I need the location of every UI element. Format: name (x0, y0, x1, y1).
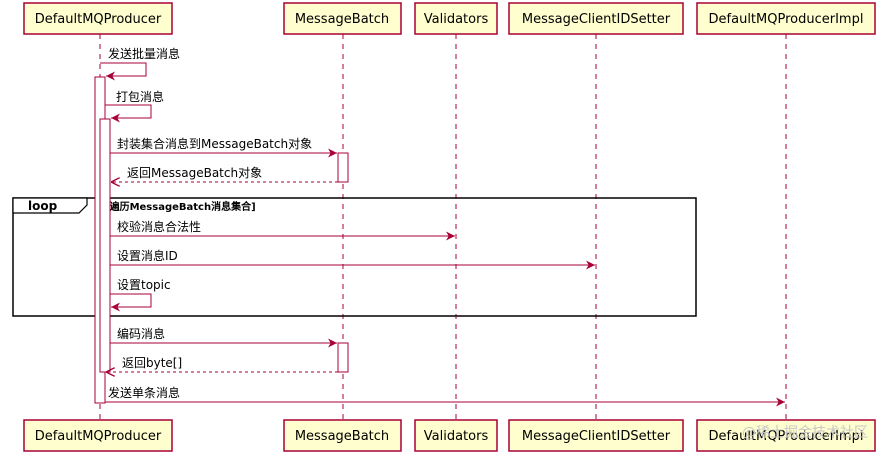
loop-fragment: loop [遍历MessageBatch消息集合] (12, 197, 697, 317)
participants-bottom: DefaultMQProducer MessageBatch Validator… (23, 419, 876, 452)
message-label-m9: 返回byte[] (122, 356, 182, 370)
activations (94, 76, 349, 404)
participant-box-bottom-validators (414, 419, 498, 452)
message-label-m8: 编码消息 (117, 326, 165, 341)
participant-box-bottom-batch (283, 419, 402, 452)
participant-box-top-batch (283, 2, 402, 35)
message-label-m10: 发送单条消息 (108, 385, 180, 400)
lifelines (99, 34, 787, 420)
message-arrow-m7 (110, 293, 152, 312)
watermark: @稀土掘金技术社区 (742, 425, 868, 441)
message-label-m3: 封装集合消息到MessageBatch对象 (117, 136, 312, 151)
participant-label-top-producer: DefaultMQProducer (35, 12, 162, 27)
message-label-m2: 打包消息 (116, 89, 164, 104)
message-label-m7: 设置topic (117, 278, 171, 292)
participant-box-bottom-impl (696, 419, 876, 452)
message-label-m1: 发送批量消息 (108, 46, 180, 61)
participant-label-bottom-producer: DefaultMQProducer (35, 429, 162, 444)
loop-condition: [遍历MessageBatch消息集合] (105, 200, 256, 213)
message-arrow-m2 (105, 104, 152, 123)
activation-batch-1 (337, 152, 349, 183)
participant-box-bottom-producer (23, 419, 173, 452)
participant-label-top-idsetter: MessageClientIDSetter (522, 12, 671, 27)
participant-label-top-validators: Validators (424, 12, 489, 27)
activation-producer-inner (99, 118, 111, 373)
participant-label-bottom-batch: MessageBatch (295, 429, 389, 444)
participant-label-top-batch: MessageBatch (295, 12, 389, 27)
participant-box-top-idsetter (508, 2, 684, 35)
loop-tab (12, 197, 88, 214)
participant-box-top-impl (696, 2, 876, 35)
message-label-m5: 校验消息合法性 (117, 219, 201, 234)
loop-title: loop (28, 199, 58, 213)
participants-top: DefaultMQProducer MessageBatch Validator… (23, 2, 876, 35)
participant-label-bottom-idsetter: MessageClientIDSetter (522, 429, 671, 444)
message-label-m6: 设置消息ID (117, 248, 178, 263)
participant-box-top-validators (414, 2, 498, 35)
participant-box-bottom-idsetter (508, 419, 684, 452)
message-label-m4: 返回MessageBatch对象 (127, 166, 262, 180)
participant-box-top-producer (23, 2, 173, 35)
participant-label-top-impl: DefaultMQProducerImpl (709, 12, 864, 27)
loop-frame (12, 197, 697, 317)
activation-batch-2 (337, 342, 349, 373)
message-arrow-m1 (100, 62, 147, 81)
participant-label-bottom-validators: Validators (424, 429, 489, 444)
participant-label-bottom-impl: DefaultMQProducerImpl (709, 429, 864, 444)
messages: 发送批量消息 打包消息 封装集合消息到MessageBatch对象 返回Mess… (100, 46, 785, 407)
